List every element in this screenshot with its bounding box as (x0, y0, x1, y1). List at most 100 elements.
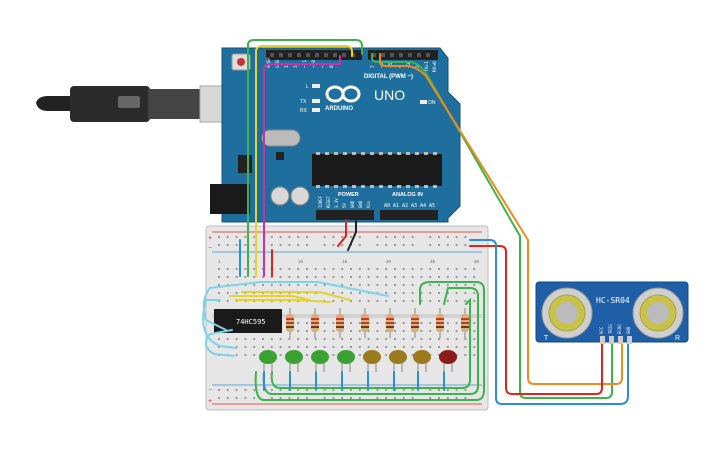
wire-cyan (204, 329, 235, 357)
analog-pin-label: A5 (429, 203, 435, 209)
analog-pin-label: A4 (420, 203, 426, 209)
resistor (311, 308, 319, 338)
digital-pin-label: 7 (370, 65, 376, 68)
digital-pin-label: 13 (284, 62, 290, 68)
led-tx-label: TX (300, 99, 307, 105)
wire-magenta (263, 55, 341, 277)
arduino-infinity-logo-icon (325, 85, 361, 103)
rail-minus-label: − (208, 245, 212, 252)
analog-pin-label: A3 (411, 203, 417, 209)
capacitor (270, 186, 290, 206)
arduino-logo-text: ARDUINO (325, 106, 353, 112)
svg-text:1: 1 (218, 259, 221, 264)
capacitor (290, 186, 310, 206)
wire-red-5v (337, 219, 347, 247)
resistor (286, 308, 294, 338)
sensor-pin-label: ECHO (617, 324, 622, 334)
wire-cyan (202, 281, 389, 331)
sensor-pin-label: TRIG (608, 324, 613, 334)
wire-yellow (241, 291, 351, 301)
atmega-chip (312, 154, 442, 186)
led-rx-label: RX (300, 108, 308, 114)
power-pin-label: IOREF (318, 195, 323, 208)
ultrasonic-sensor[interactable]: HC-SR04 T R VCC TRIG ECHO GND (535, 281, 689, 344)
power-header (316, 210, 374, 220)
led-green (337, 350, 355, 372)
resistor (336, 308, 344, 338)
led-green (311, 350, 329, 372)
wire-red-vcc (469, 245, 603, 395)
power-pin-label: RESET (326, 195, 331, 208)
wire-green-trig (371, 53, 613, 399)
digital-pin-label: TX▸1 (424, 61, 430, 72)
digital-pin-label: 8 (329, 65, 335, 68)
analog-header (380, 210, 438, 220)
led-green (285, 350, 303, 372)
sensor-pin-label: VCC (599, 326, 604, 334)
rail-plus-label: + (208, 235, 212, 242)
wires (202, 39, 629, 405)
analog-label: ANALOG IN (392, 192, 423, 198)
power-pin-label: 5V (342, 203, 347, 208)
analog-pin-label: A0 (384, 203, 390, 209)
digital-header-left (266, 50, 362, 60)
sensor-label: HC-SR04 (596, 296, 630, 305)
leds (259, 350, 457, 372)
rail-minus-label: − (208, 387, 212, 394)
svg-text:10: 10 (298, 259, 304, 264)
wire-yellow (229, 295, 311, 301)
svg-text:15: 15 (342, 259, 348, 264)
led-yellow (413, 350, 431, 372)
led-red (439, 350, 457, 372)
resistor (436, 308, 444, 338)
digital-pin-label: ~9 (320, 62, 326, 68)
analog-pin-label: A1 (393, 203, 399, 209)
wire-yellow (235, 299, 331, 303)
arduino-uno-board[interactable]: AREF GND 13 12 ~11 ~10 ~9 8 7 ~6 ~5 4 ~3… (210, 47, 461, 223)
power-jack (210, 184, 250, 214)
power-pin-label: GND (350, 200, 355, 208)
sensor-pin-label: GND (626, 326, 631, 334)
wire-blue-gnd (469, 239, 629, 405)
power-pin-label: 3.3V (334, 198, 339, 208)
crystal (261, 129, 301, 147)
usb-cable-icon (36, 85, 249, 123)
rail-plus-label: + (208, 398, 212, 405)
digital-pin-label: AREF (266, 57, 272, 68)
sensor-left-mark: T (544, 335, 549, 342)
led-l-label: L (306, 84, 309, 90)
wire-cyan (202, 299, 237, 349)
wire-black-gnd (347, 219, 357, 251)
wire-green (262, 287, 479, 395)
power-pin-label: Vin (366, 200, 371, 208)
digital-pin-label: 12 (293, 62, 299, 68)
svg-text:25: 25 (430, 259, 436, 264)
wire-yellow (255, 45, 353, 277)
digital-pin-label: 2 (415, 65, 421, 68)
resistor (411, 308, 419, 338)
wire-orange-echo (379, 53, 623, 385)
wire-green (254, 281, 485, 401)
resistors (286, 308, 469, 338)
power-label: POWER (338, 192, 359, 198)
led-yellow (389, 350, 407, 372)
uno-label: UNO (374, 87, 405, 103)
resistor (461, 308, 469, 338)
wire-green (270, 297, 471, 389)
wire-green (247, 39, 363, 277)
digital-pin-label: RX◂0 (432, 61, 438, 72)
power-pin-label: GND (358, 200, 363, 208)
chip-label: 74HC595 (236, 318, 266, 326)
digital-pin-label: ~3 (406, 62, 412, 68)
analog-pin-label: A2 (402, 203, 408, 209)
svg-text:30: 30 (474, 259, 480, 264)
sensor-right-mark: R (675, 335, 680, 342)
resistor (386, 308, 394, 338)
digital-label: DIGITAL (PWM ~) (364, 74, 413, 80)
svg-text:20: 20 (386, 259, 392, 264)
on-label: ON (428, 100, 436, 106)
led-green (259, 350, 277, 372)
resistor (361, 308, 369, 338)
led-yellow (363, 350, 381, 372)
